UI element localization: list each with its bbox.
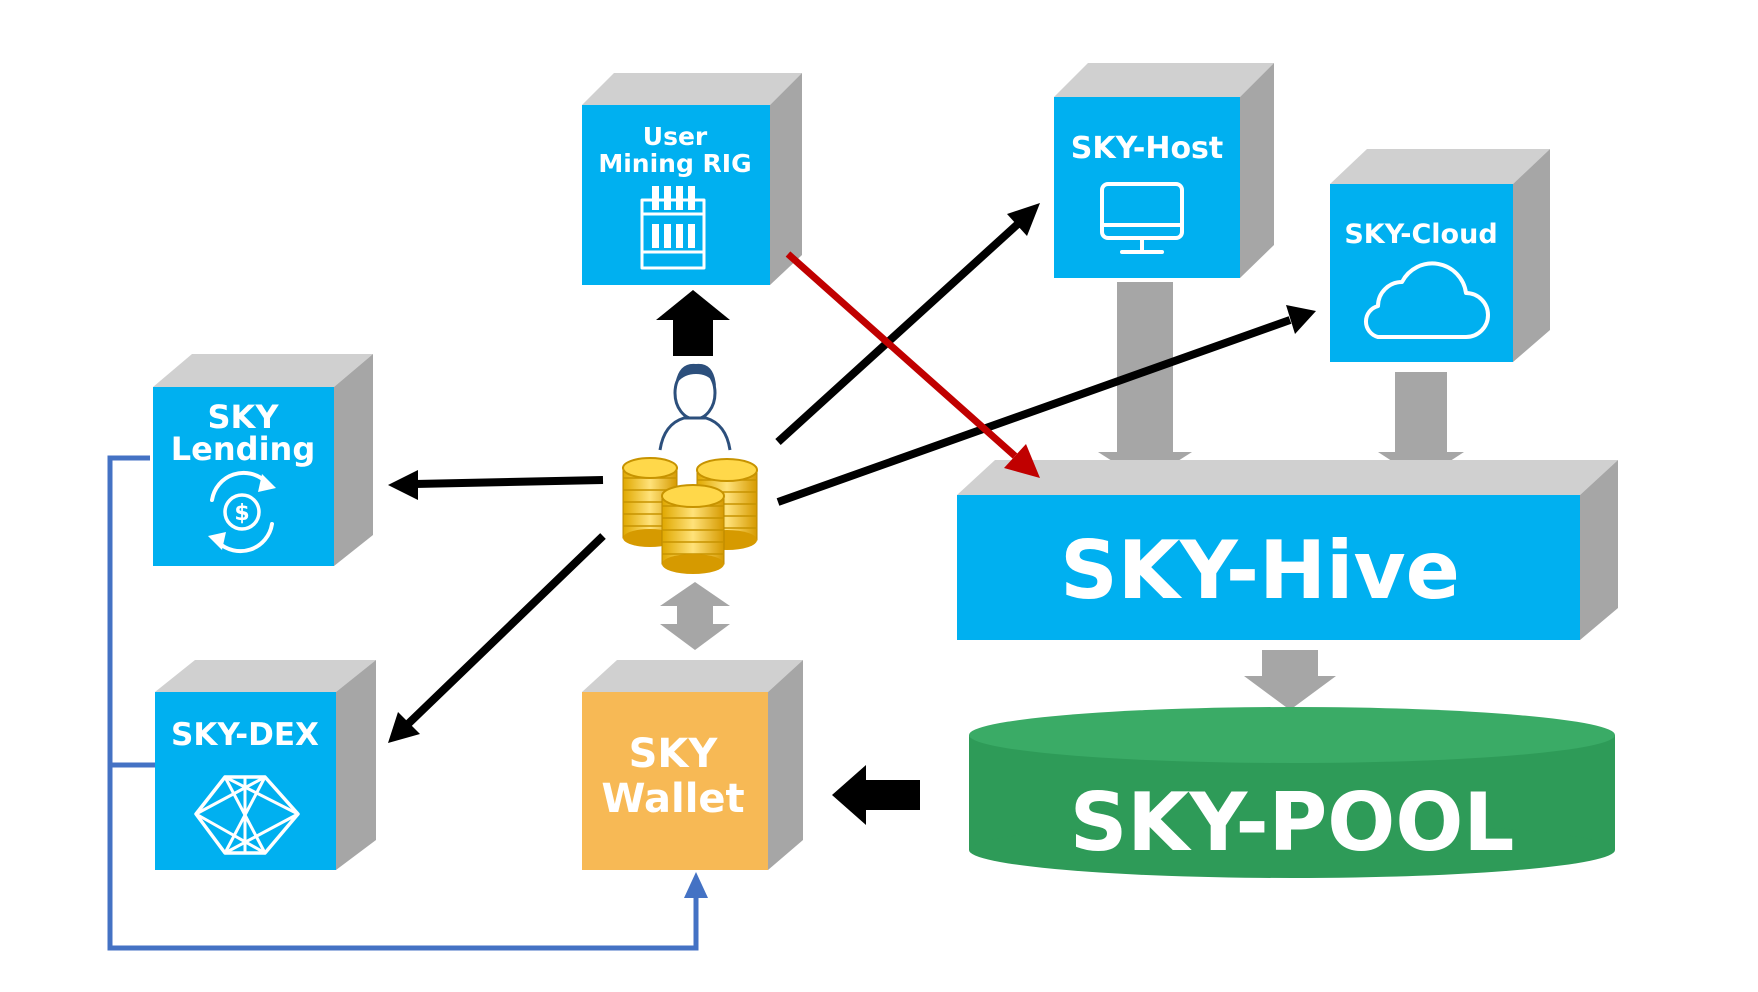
sky-host-label: SKY-Host: [1071, 131, 1224, 166]
center-to-host-arrow: [775, 203, 1040, 445]
user-mining-rig-box[interactable]: User Mining RIG: [582, 73, 802, 285]
sky-cloud-label: SKY-Cloud: [1344, 219, 1497, 250]
sky-pool-cylinder[interactable]: SKY-POOL: [969, 707, 1615, 878]
center-to-mining-rig-arrow: [656, 290, 730, 356]
hive-to-pool-arrow: [1244, 650, 1336, 710]
center-wallet-double-arrow: [660, 582, 730, 650]
sky-wallet-box[interactable]: SKY Wallet: [582, 660, 803, 870]
sky-cloud-box[interactable]: SKY-Cloud: [1330, 149, 1550, 362]
sky-pool-label: SKY-POOL: [1070, 776, 1515, 869]
mining-rig-label-line1: User: [643, 122, 708, 151]
svg-text:$: $: [234, 501, 249, 526]
cloud-to-hive-arrow: [1378, 372, 1464, 480]
center-to-dex-arrow: [388, 533, 606, 743]
dollar-cycle-icon: $: [208, 470, 276, 554]
lending-dex-wallet-connector: [107, 455, 708, 951]
center-to-cloud-arrow: [776, 305, 1316, 506]
coin-stack-front: [661, 484, 725, 574]
center-to-lending-arrow: [388, 470, 604, 500]
pool-to-wallet-arrow: [832, 765, 920, 825]
hexagon-network-icon: [194, 775, 300, 855]
sky-hive-label: SKY-Hive: [1060, 524, 1460, 617]
coin-stacks-icon: [622, 457, 758, 574]
sky-host-box[interactable]: SKY-Host: [1054, 63, 1274, 278]
sky-wallet-label-line1: SKY: [629, 731, 719, 777]
sky-hive-bar[interactable]: SKY-Hive: [957, 460, 1618, 640]
mining-rig-to-hive-arrow: [785, 251, 1040, 478]
sky-dex-label: SKY-DEX: [171, 717, 319, 753]
cloud-icon: [1364, 261, 1490, 339]
mining-rig-label-line2: Mining RIG: [598, 149, 751, 178]
sky-lending-box[interactable]: SKY Lending $: [153, 354, 373, 566]
monitor-icon: [1100, 182, 1184, 254]
sky-lending-label-line1: SKY: [207, 398, 279, 436]
sky-lending-label-line2: Lending: [171, 430, 315, 468]
mining-rig-icon: [640, 186, 706, 270]
user-icon: [658, 363, 732, 451]
sky-dex-box[interactable]: SKY-DEX: [155, 660, 376, 870]
sky-wallet-label-line2: Wallet: [601, 776, 744, 822]
